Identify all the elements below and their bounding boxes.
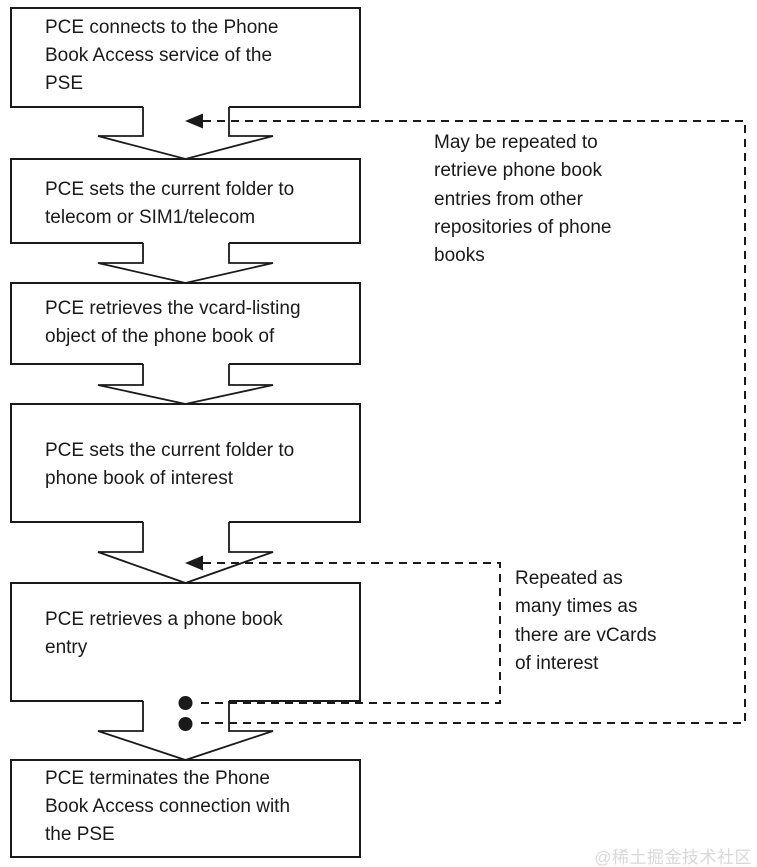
step-label-1: PCE connects to the Phone Book Access se…: [45, 17, 279, 94]
flow-arrow-down-icon-2: [97, 243, 274, 284]
flow-arrow-down-icon-5: [97, 701, 274, 761]
loop-note-inner: Repeated as many times as there are vCar…: [515, 568, 657, 674]
ellipsis-dot-icon-1: [178, 696, 193, 710]
step-label-3: PCE retrieves the vcard-listing object o…: [45, 298, 301, 347]
step-label-6: PCE terminates the Phone Book Access con…: [45, 768, 291, 845]
flow-arrow-down-icon-1: [97, 107, 274, 160]
outer-loop-arrowhead-icon: [185, 113, 203, 129]
watermark: @稀土掘金技术社区: [594, 848, 752, 867]
loop-note-outer: May be repeated to retrieve phone book e…: [434, 132, 612, 267]
ellipsis-dot-icon-2: [178, 717, 193, 731]
inner-loop-arrowhead-icon: [185, 555, 203, 571]
flow-arrow-down-icon-4: [97, 522, 274, 584]
step-label-4: PCE sets the current folder to phone boo…: [45, 440, 295, 489]
flow-arrow-down-icon-3: [97, 364, 274, 405]
step-label-2: PCE sets the current folder to telecom o…: [45, 179, 295, 228]
step-label-5: PCE retrieves a phone book entry: [45, 609, 283, 658]
